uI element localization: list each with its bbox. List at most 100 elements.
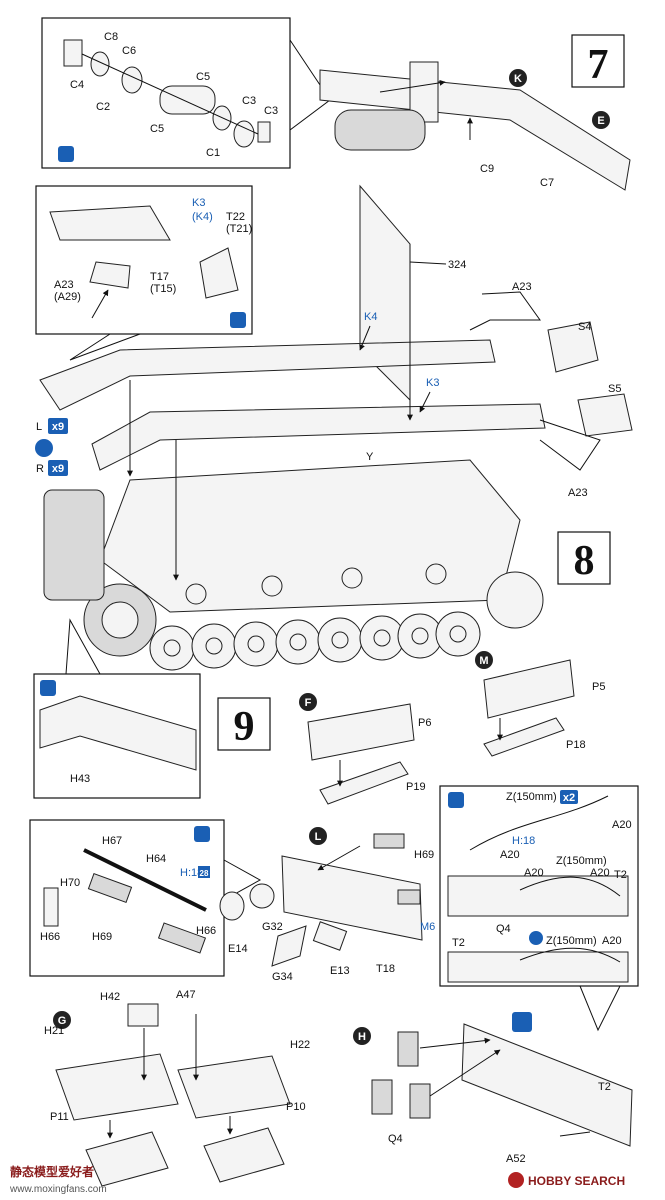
- callout-h-badge: [353, 1027, 371, 1045]
- label-q4-cable: Q4: [496, 923, 511, 935]
- inset-c-parts-frame: [41, 17, 291, 169]
- hobby-search-logo-icon: [508, 1172, 524, 1188]
- label-h66-left: H66: [40, 931, 60, 943]
- label-a20-b: A20: [500, 849, 520, 861]
- part-e14: [219, 891, 245, 921]
- label-k4: K4: [364, 311, 377, 323]
- part-324-plate: [359, 184, 411, 402]
- rotate-icon: [35, 439, 53, 457]
- label-e14: E14: [228, 943, 248, 955]
- label-z-150mm-top: Z(150mm): [506, 791, 557, 803]
- right-fender: [91, 403, 546, 471]
- step7-arrow-a: [379, 79, 446, 93]
- part-h66-left: [43, 887, 59, 927]
- part-q4-c: [409, 1083, 431, 1119]
- label-h42: H42: [100, 991, 120, 1003]
- callout-l: L: [315, 831, 322, 843]
- part-h69-gun: [87, 873, 133, 903]
- glue-icon: [230, 312, 246, 328]
- watermark-right: HOBBY SEARCH: [508, 1172, 625, 1188]
- inset-h43-pointer: [65, 618, 101, 675]
- part-e13: [312, 921, 348, 951]
- part-q4-a: [397, 1031, 419, 1067]
- callout-g-badge: [53, 1011, 71, 1029]
- cable-a23-top: [469, 291, 541, 331]
- track-links: [43, 489, 105, 601]
- label-s4: S4: [578, 321, 591, 333]
- glue-icon: [58, 146, 74, 162]
- part-p11: [85, 1131, 169, 1187]
- label-t18: T18: [376, 963, 395, 975]
- step-9-section: H43 9 F P6 P19 M P5 P18 Z(150mm) x2 A20 …: [29, 618, 639, 1187]
- label-p18: P18: [566, 739, 586, 751]
- glue-icon: [194, 826, 210, 842]
- step-8-section: K3 (K4) T22 (T21) T17 (T15) A23 (A29) 32…: [35, 184, 633, 671]
- part-p6: [307, 703, 415, 761]
- part-t18-plate: [281, 855, 423, 941]
- label-h64: H64: [146, 853, 166, 865]
- label-k3-main: K3: [426, 377, 439, 389]
- label-c5-bottom: C5: [150, 123, 164, 135]
- label-h70: H70: [60, 877, 80, 889]
- part-m6: [397, 889, 421, 905]
- inset-k3-pointer: [69, 333, 141, 361]
- part-h21-grille: [55, 1053, 179, 1121]
- inset-cable-frame: [439, 785, 639, 987]
- label-c7: C7: [540, 177, 554, 189]
- label-h67: H67: [102, 835, 122, 847]
- callout-e: E: [597, 115, 604, 127]
- label-l: L: [36, 421, 42, 433]
- cable-a23-bottom: [539, 419, 601, 471]
- k3-arrow: [419, 391, 431, 413]
- label-p11: P11: [50, 1111, 69, 1123]
- label-a23-inset: A23: [54, 279, 74, 291]
- label-r: R: [36, 463, 44, 475]
- step-9-number: 9: [234, 704, 255, 750]
- label-a47: A47: [176, 989, 196, 1001]
- inset-k3-arrow: [91, 289, 109, 319]
- label-h22: H22: [290, 1039, 310, 1051]
- step-7-number: 7: [588, 42, 609, 88]
- part-t2-top: [447, 875, 629, 917]
- part-q4-b: [371, 1079, 393, 1115]
- inset-fender-section: [49, 205, 171, 241]
- label-x2: x2: [563, 792, 575, 804]
- callout-f: F: [305, 697, 312, 709]
- leader-324: [409, 261, 447, 265]
- part-c9-shock: [334, 109, 426, 151]
- label-c3-b: C3: [264, 105, 278, 117]
- part-h42: [127, 1003, 159, 1027]
- part-s5: [577, 393, 633, 437]
- step-7-box: [571, 34, 625, 88]
- label-t2-bottom: T2: [452, 937, 465, 949]
- part-h66-gun: [157, 922, 207, 954]
- return-rollers: [185, 563, 447, 605]
- part-h64-barrel: [83, 848, 207, 912]
- rotate-icon: [529, 931, 543, 945]
- label-p10: P10: [286, 1101, 306, 1113]
- label-c5-top: C5: [196, 71, 210, 83]
- sprocket-hub: [101, 601, 139, 639]
- label-q4: Q4: [388, 1133, 403, 1145]
- label-h21: H21: [44, 1025, 64, 1037]
- label-p5: P5: [592, 681, 605, 693]
- inset-k3-frame: [35, 185, 253, 335]
- callout-k-badge: [509, 69, 527, 87]
- inset-cable-pointer: [579, 985, 621, 1032]
- callout-m-badge: [475, 651, 493, 669]
- drill-icon: [512, 1012, 532, 1032]
- label-c3-a: C3: [242, 95, 256, 107]
- watermark-left-text: 静态模型爱好者: [10, 1164, 94, 1179]
- label-p6: P6: [418, 717, 431, 729]
- q4-arrow-a: [419, 1037, 491, 1049]
- label-g32: G32: [262, 921, 283, 933]
- step-8-number: 8: [574, 538, 595, 584]
- watermark-right-text: HOBBY SEARCH: [528, 1174, 625, 1188]
- part-p5: [483, 659, 575, 719]
- q4-arrow-b: [429, 1049, 501, 1097]
- hull-part-y: [99, 459, 521, 613]
- left-count-badge: [48, 418, 68, 434]
- label-y: Y: [366, 451, 374, 463]
- watermark-left: 静态模型爱好者 www.moxingfans.com: [9, 1164, 107, 1195]
